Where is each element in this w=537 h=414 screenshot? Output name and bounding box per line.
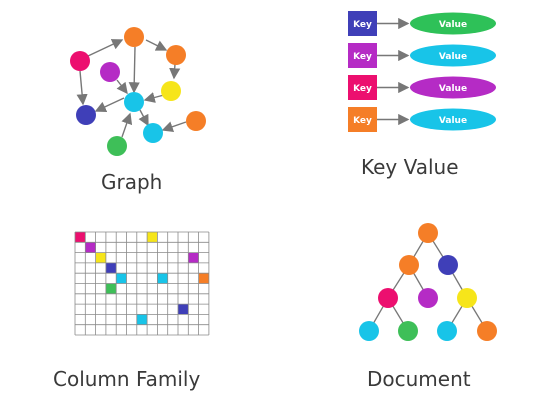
filled-cell-7: [136, 314, 148, 325]
graph-caption: Graph: [101, 170, 163, 194]
filled-cell-8: [147, 232, 158, 243]
kv-value-2: Value: [439, 52, 467, 62]
filled-cell-3: [95, 252, 106, 263]
kv-row-3: Key Value: [348, 75, 496, 100]
filled-cell-10: [178, 304, 189, 315]
filled-cell-1: [75, 232, 86, 243]
graph-node-cyan-center: [124, 92, 144, 112]
kv-key-4: Key: [353, 116, 372, 126]
filled-cell-12: [198, 273, 209, 284]
tree-node-orange-leaf: [477, 321, 497, 341]
filled-cell-4: [105, 262, 117, 274]
graph-node-blue: [76, 105, 96, 125]
kv-value-4: Value: [439, 116, 467, 126]
graph-node-orange-low: [186, 111, 206, 131]
tree-node-root: [418, 223, 438, 243]
graph-node-orange-right: [166, 45, 186, 65]
key-value-caption: Key Value: [361, 155, 459, 179]
tree-node-yellow: [457, 288, 477, 308]
key-value-diagram: Key Value Key Value Key Value Key Value: [348, 11, 496, 132]
kv-key-3: Key: [353, 84, 372, 94]
key-value-panel: Key Value Key Value Key Value Key Value …: [268, 0, 537, 207]
graph-edges: [76, 39, 187, 138]
graph-node-orange-top: [124, 27, 144, 47]
kv-value-3: Value: [439, 84, 467, 94]
graph-node-cyan-low: [143, 123, 163, 143]
column-family-caption: Column Family: [53, 367, 201, 391]
column-family-panel: Column Family: [0, 207, 268, 414]
filled-cell-9: [157, 273, 168, 284]
kv-row-1: Key Value: [348, 11, 496, 36]
document-tree: [359, 223, 497, 341]
tree-node-green: [398, 321, 418, 341]
tree-node-orange: [399, 255, 419, 275]
document-caption: Document: [367, 367, 471, 391]
kv-row-2: Key Value: [348, 43, 496, 68]
tree-node-blue: [438, 255, 458, 275]
graph-node-green: [107, 136, 127, 156]
graph-node-yellow: [161, 81, 181, 101]
column-family-grid: [74, 231, 210, 336]
tree-node-cyan-left: [359, 321, 379, 341]
tree-node-purple: [418, 288, 438, 308]
kv-row-4: Key Value: [348, 107, 496, 132]
filled-cell-6: [105, 283, 117, 294]
kv-key-1: Key: [353, 20, 372, 30]
kv-value-1: Value: [439, 20, 467, 30]
filled-cell-5: [116, 273, 127, 284]
document-panel: Document: [268, 207, 537, 414]
filled-cell-11: [188, 252, 199, 263]
graph-diagram: [70, 27, 206, 156]
tree-edges: [368, 232, 488, 332]
tree-node-pink: [378, 288, 398, 308]
graph-node-pink: [70, 51, 90, 71]
kv-key-2: Key: [353, 52, 372, 62]
graph-panel: Graph: [0, 0, 268, 207]
tree-node-cyan-right: [437, 321, 457, 341]
graph-node-purple: [100, 62, 120, 82]
filled-cell-2: [85, 242, 96, 253]
